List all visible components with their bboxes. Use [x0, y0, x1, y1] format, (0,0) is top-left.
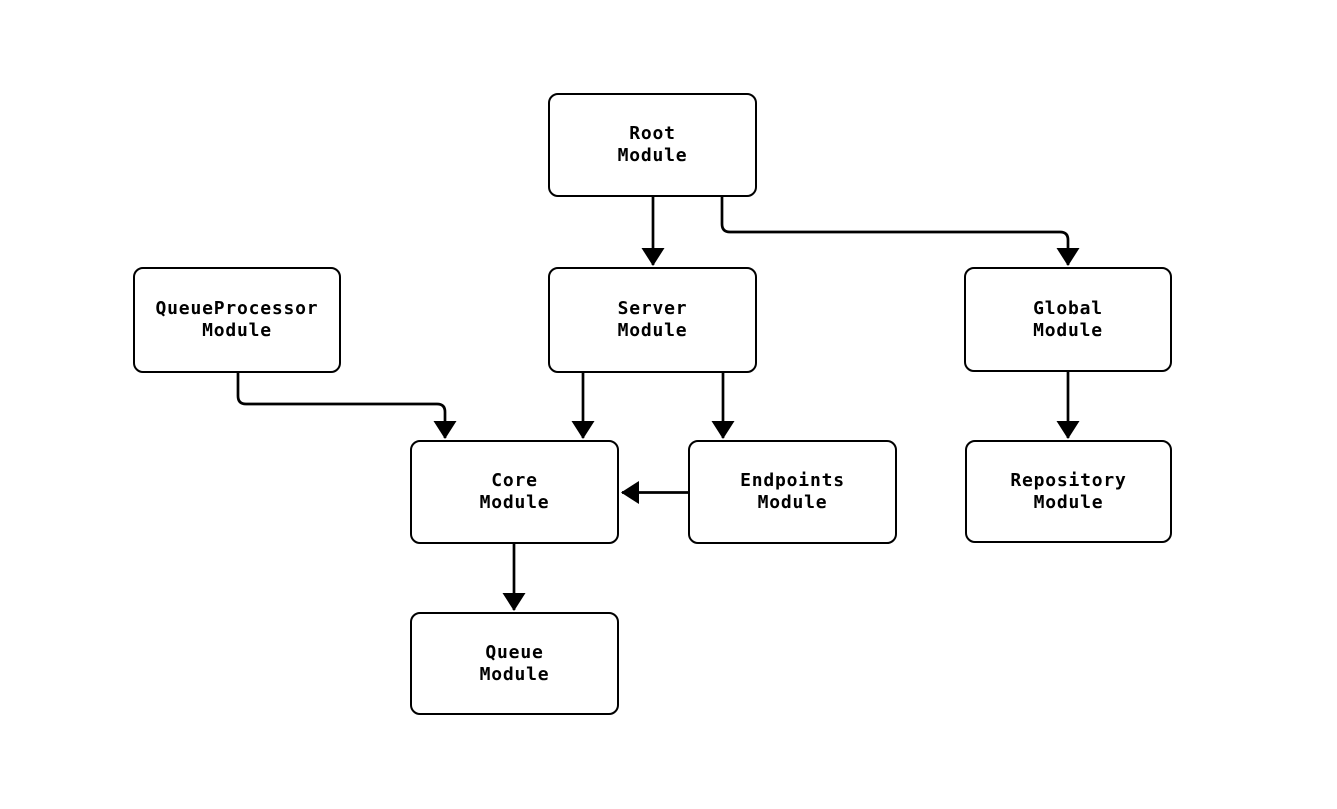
node-root-module-name: Root — [629, 123, 676, 144]
node-root-module: Root Module — [548, 93, 757, 197]
node-core-module-name: Core — [491, 470, 538, 491]
node-core-module-suffix: Module — [479, 492, 550, 513]
node-global-module: Global Module — [964, 267, 1172, 372]
node-server-module: Server Module — [548, 267, 757, 373]
node-repository-module-suffix: Module — [1033, 491, 1104, 513]
node-endpoints-module: Endpoints Module — [688, 440, 897, 544]
node-global-module-suffix: Module — [1033, 319, 1103, 341]
node-queue-module-suffix: Module — [479, 663, 550, 685]
node-repository-module: Repository Module — [965, 440, 1172, 543]
node-queueprocessor-module-suffix: Module — [202, 320, 272, 341]
node-repository-module-name: Repository — [1010, 469, 1127, 491]
node-endpoints-module-suffix: Module — [757, 492, 828, 513]
node-root-module-suffix: Module — [617, 145, 688, 166]
node-server-module-name: Server — [617, 298, 688, 319]
node-queue-module-name: Queue — [485, 641, 544, 663]
node-queueprocessor-module: QueueProcessor Module — [133, 267, 341, 373]
node-queue-module: Queue Module — [410, 612, 619, 715]
node-endpoints-module-name: Endpoints — [740, 470, 845, 491]
node-global-module-name: Global — [1033, 297, 1103, 319]
edge-root-to-global — [720, 196, 1080, 266]
edge-queueprocessor-to-core — [236, 371, 457, 439]
node-core-module: Core Module — [410, 440, 619, 544]
node-queueprocessor-module-name: QueueProcessor — [155, 298, 319, 319]
node-server-module-suffix: Module — [617, 320, 688, 341]
